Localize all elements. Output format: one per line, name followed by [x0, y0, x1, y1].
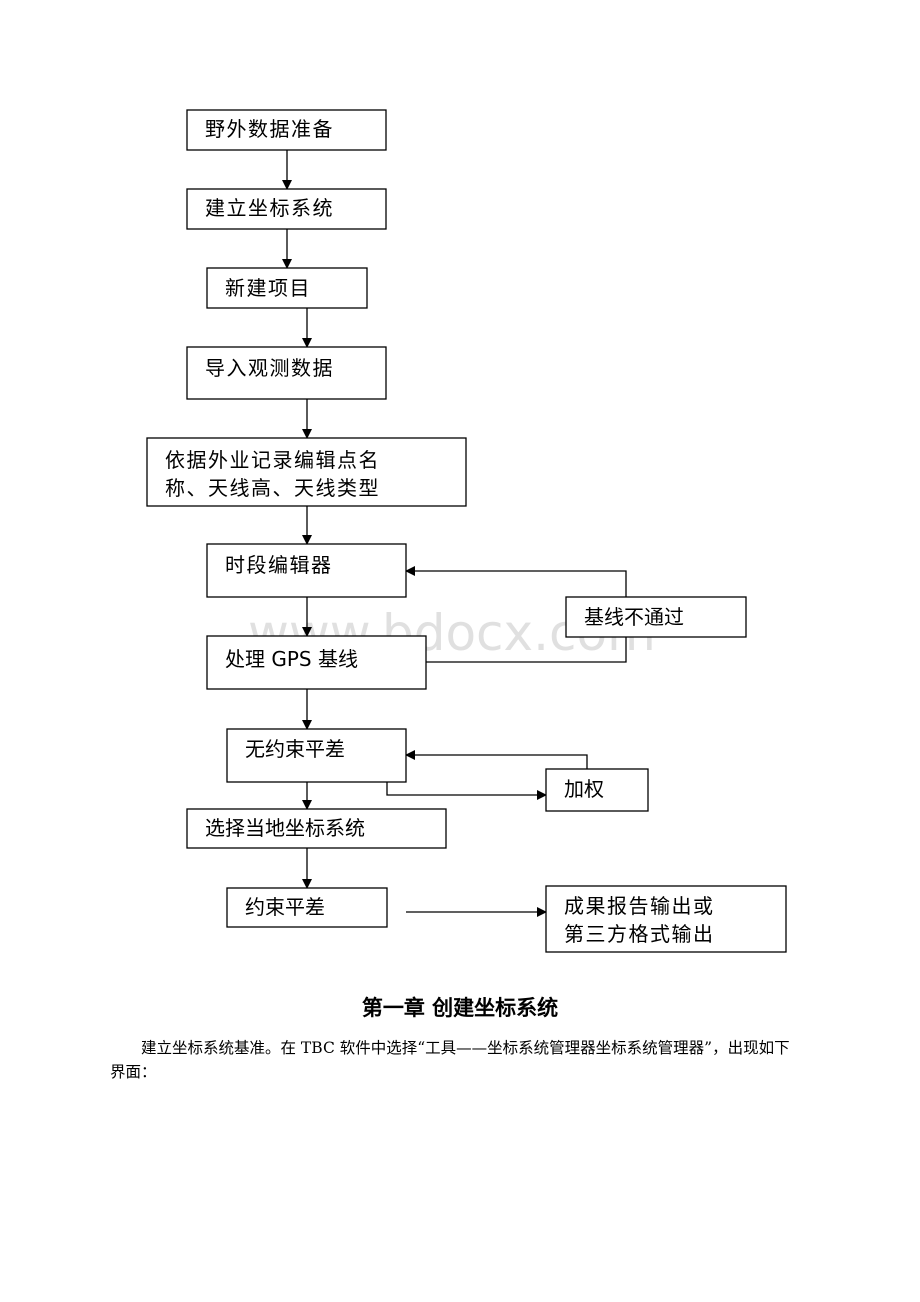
flow-node-label: 成果报告输出或 [564, 894, 715, 918]
flow-node-n7: 处理 GPS 基线 [206, 635, 427, 690]
flow-node-box [206, 543, 407, 598]
flow-node-box [545, 768, 649, 812]
flow-node-label: 无约束平差 [245, 737, 345, 761]
flow-node-box [186, 109, 387, 151]
flow-node-label: 加权 [564, 777, 604, 801]
flow-node-box [186, 188, 387, 230]
flow-node-box [186, 808, 447, 849]
flow-node-n9: 无约束平差 [226, 728, 407, 783]
body-paragraph: 建立坐标系统基准。在 TBC 软件中选择“工具——坐标系统管理器坐标系统管理器”… [110, 1039, 790, 1081]
flow-node-label: 新建项目 [225, 276, 311, 300]
flow-node-label: 野外数据准备 [205, 117, 334, 141]
flowchart: www.bdocx.com 野外数据准备建立坐标系统新建项目导入观测数据依据外业… [146, 109, 787, 953]
flow-node-n6: 时段编辑器 [206, 543, 407, 598]
chapter-title: 第一章 创建坐标系统 [361, 996, 559, 1020]
flow-edges [282, 150, 627, 917]
flow-node-n4: 导入观测数据 [186, 346, 387, 400]
flow-node-n1: 野外数据准备 [186, 109, 387, 151]
flow-node-n3: 新建项目 [206, 267, 368, 309]
flow-nodes: 野外数据准备建立坐标系统新建项目导入观测数据依据外业记录编辑点名称、天线高、天线… [146, 109, 787, 953]
flow-node-n2: 建立坐标系统 [186, 188, 387, 230]
flow-node-box [206, 635, 427, 690]
flow-edge-n9-n10 [386, 782, 547, 800]
flow-node-box [565, 596, 747, 638]
flow-node-box [186, 346, 387, 400]
flow-edge-n7-n8 [426, 637, 627, 663]
flow-node-label: 时段编辑器 [225, 553, 333, 577]
flow-node-box [226, 887, 388, 928]
flow-node-label: 基线不通过 [584, 605, 684, 629]
flow-node-label: 选择当地坐标系统 [205, 816, 365, 840]
flow-node-box [206, 267, 368, 309]
flow-node-label: 处理 GPS 基线 [225, 647, 358, 671]
flow-node-label: 第三方格式输出 [564, 922, 715, 946]
flow-node-box [146, 437, 467, 507]
flow-node-n11: 选择当地坐标系统 [186, 808, 447, 849]
flow-node-label: 依据外业记录编辑点名 [165, 448, 380, 472]
flow-node-n8: 基线不通过 [565, 596, 747, 638]
flow-node-box [545, 885, 787, 953]
flow-node-label: 称、天线高、天线类型 [165, 476, 380, 500]
flow-node-label: 导入观测数据 [205, 356, 334, 380]
flow-node-box [226, 728, 407, 783]
flow-node-label: 约束平差 [245, 895, 325, 919]
flow-node-n10: 加权 [545, 768, 649, 812]
flow-node-label: 建立坐标系统 [205, 196, 334, 220]
flow-edge-n10-n9 [405, 750, 588, 769]
flow-edge-n8-n6 [405, 566, 627, 597]
flow-node-n12: 约束平差 [226, 887, 388, 928]
